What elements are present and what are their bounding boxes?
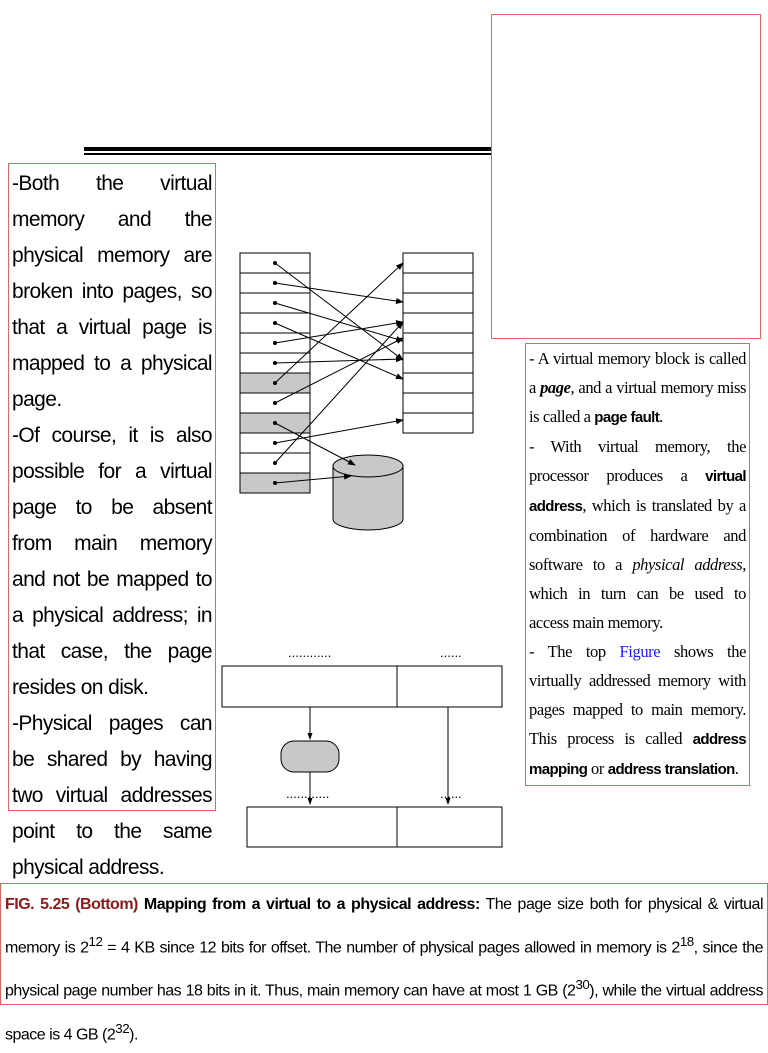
- address-translation-diagram: ............ ...... ............ ......: [221, 645, 503, 848]
- left-paragraph-1: -Both the virtual memory and the physica…: [12, 172, 213, 411]
- left-paragraph-2: -Of course, it is also possible for a vi…: [12, 424, 213, 699]
- figure-link[interactable]: Figure: [619, 642, 661, 661]
- right-paragraph-1: - A virtual memory block is called a pag…: [529, 349, 746, 426]
- physical-offset-dots: ......: [440, 786, 462, 801]
- figure-number: FIG. 5.25 (Bottom): [5, 896, 138, 913]
- virtual-page-number-dots: ............: [288, 645, 331, 660]
- mapping-arrows: [274, 262, 404, 484]
- title-rule-thick: [84, 147, 492, 151]
- disk-icon: [332, 454, 404, 531]
- virtual-address-box: [221, 665, 503, 708]
- left-text-box: -Both the virtual memory and the physica…: [8, 163, 216, 879]
- virtual-offset-dots: ......: [440, 645, 462, 660]
- right-text-box: - A virtual memory block is called a pag…: [525, 343, 750, 786]
- right-paragraph-2: - With virtual memory, the processor pro…: [529, 437, 747, 632]
- physical-memory-column: [402, 252, 474, 434]
- virtual-memory-column: [239, 252, 311, 494]
- figure-title: Mapping from a virtual to a physical add…: [137, 896, 480, 913]
- right-paragraph-3: - The top Figure shows the virtually add…: [529, 642, 747, 778]
- left-paragraph-3: -Physical pages can be shared by having …: [12, 712, 213, 879]
- page-mapping-diagram: [239, 252, 474, 531]
- physical-address-box: [246, 806, 503, 848]
- figure-caption: FIG. 5.25 (Bottom) Mapping from a virtua…: [0, 883, 768, 1043]
- title-rule-thin: [84, 153, 492, 155]
- translation-unit: [280, 740, 340, 773]
- top-empty-box: [491, 14, 761, 339]
- physical-page-number-dots: ............: [286, 786, 329, 801]
